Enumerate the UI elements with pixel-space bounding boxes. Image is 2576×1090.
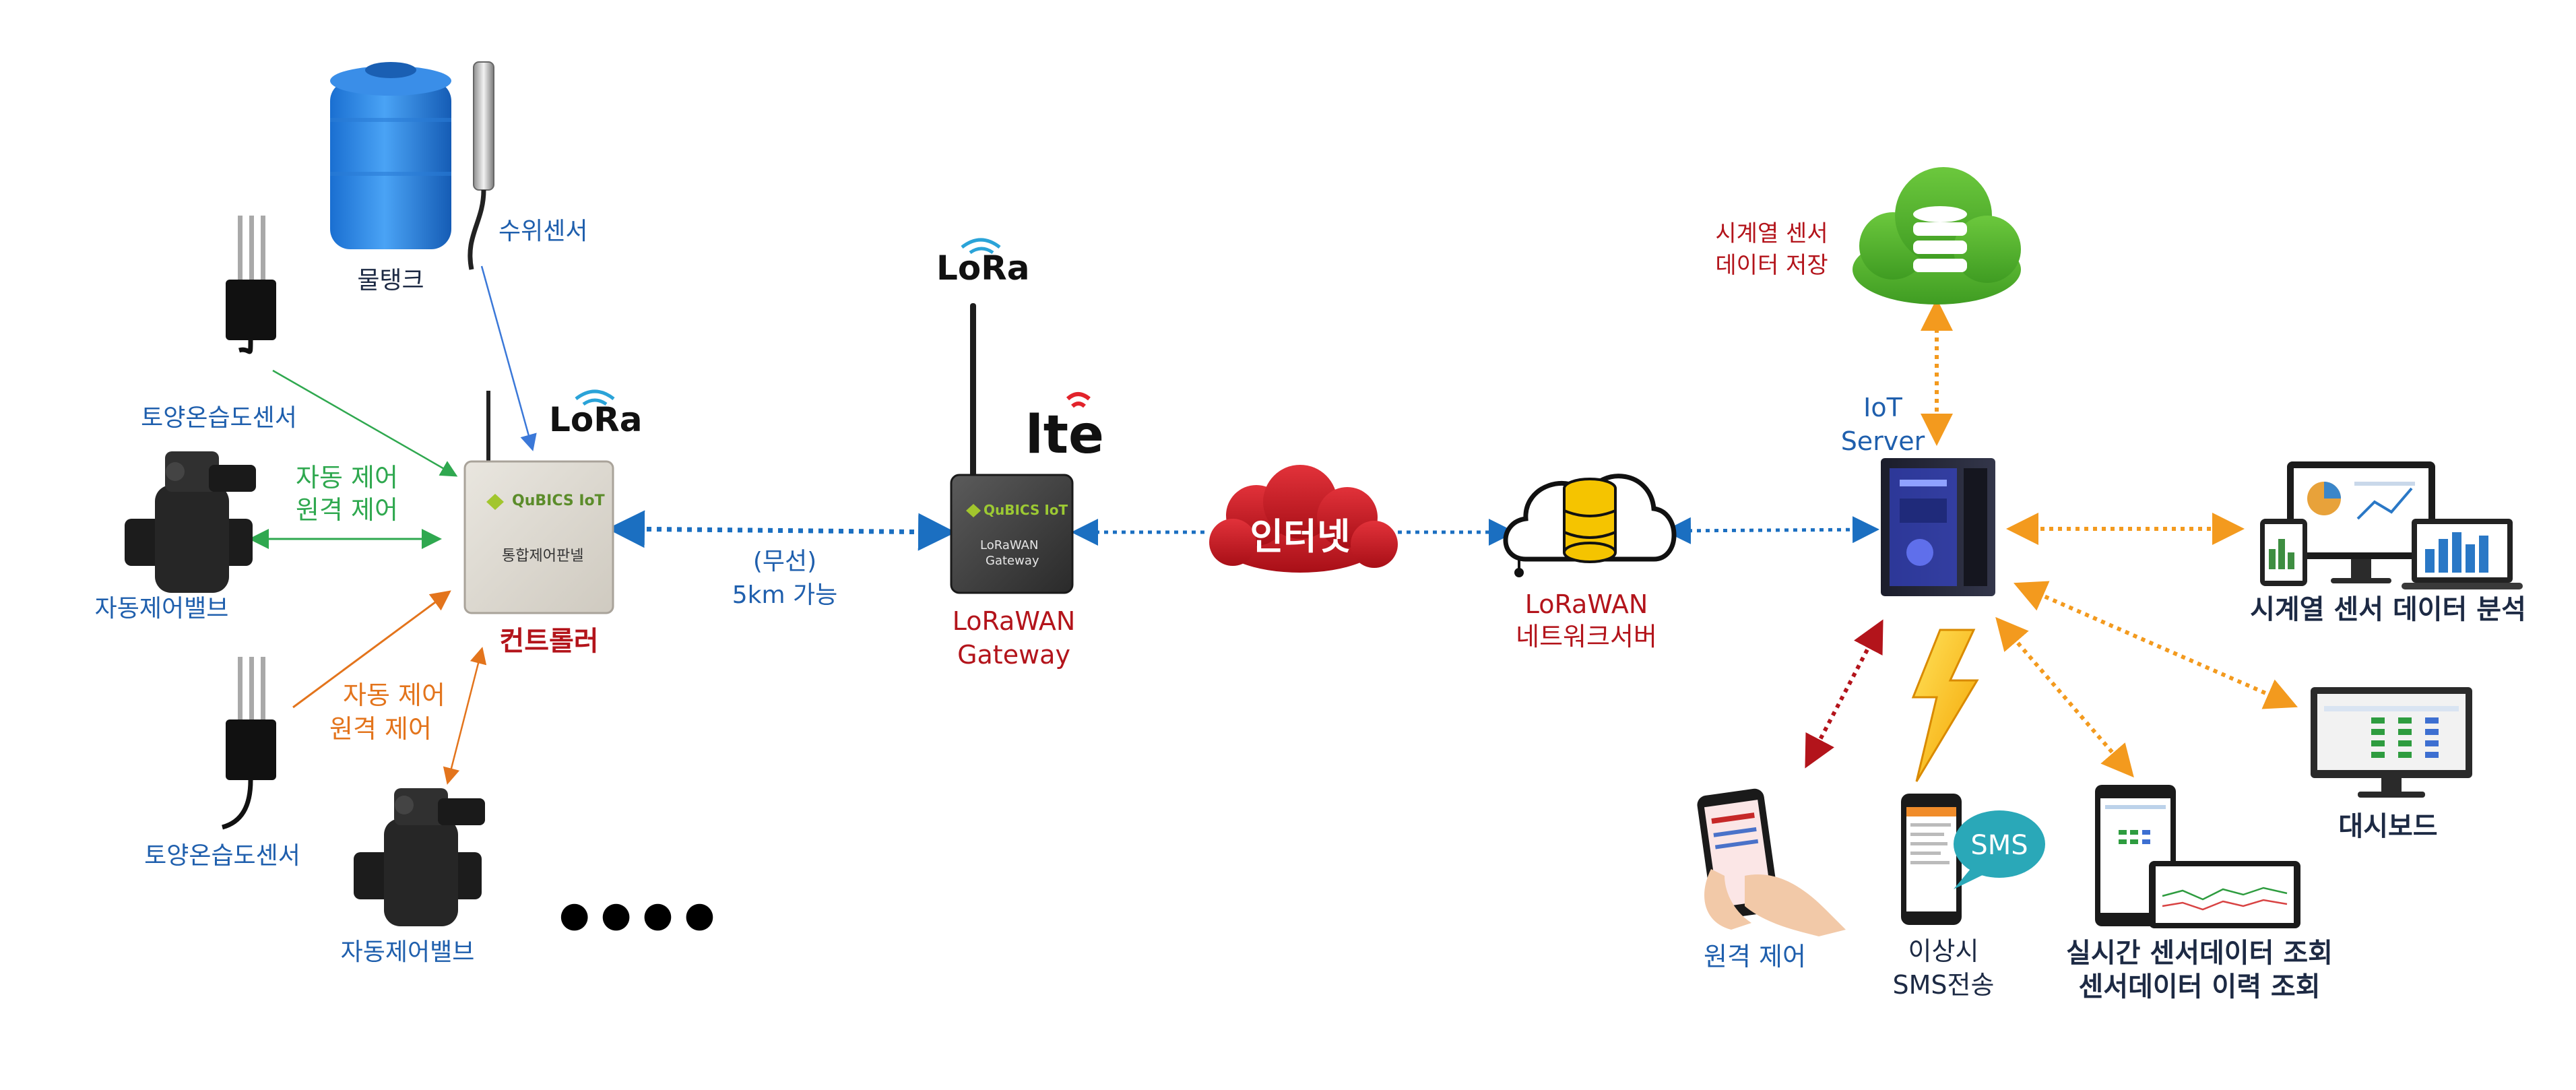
water-tank-icon [330,62,451,249]
dashboard-monitor-icon [2311,687,2472,798]
green-control-line-2: 원격 제어 [296,495,398,525]
lora-icon-gateway: LoRa [936,249,1029,288]
storage-label-1: 시계열 센서 [1715,220,1828,247]
controller-panel-icon: QuBICS IoT 통합제어판넬 [463,391,614,614]
sms-label-2: SMS전송 [1893,970,1995,1000]
wireless-label-2: 5km 가능 [732,581,838,609]
sms-bubble-icon: SMS [1954,810,2045,889]
green-control-line-1: 자동 제어 [296,463,398,492]
gateway-device-text-1: LoRaWAN [980,538,1038,552]
network-server-icon [1503,474,1677,577]
valve-1-icon [125,451,256,593]
iot-server-label-1: IoT [1863,393,1902,422]
orange-control-line-1: 자동 제어 [343,680,445,710]
valve-2-label: 자동제어밸브 [341,938,475,966]
orange-control-line-2: 원격 제어 [329,714,432,744]
labels-layer: 물탱크 수위센서 토양온습도센서 자동제어밸브 자동 제어 원격 제어 자동 제… [95,218,2526,1002]
iot-server-icon [1881,458,1995,596]
water-level-sensor-label: 수위센서 [498,218,587,245]
iot-remote-link [1805,619,1883,769]
iot-server-label-2: Server [1841,426,1925,456]
netserver-label-2: 네트워크서버 [1516,622,1657,651]
netserver-label-1: LoRaWAN [1525,589,1648,619]
storage-cloud-icon [1853,167,2021,304]
lte-logo: lte [1025,392,1104,466]
valve-2-icon [354,788,485,926]
gateway-device-text-2: Gateway [986,554,1039,568]
sms-label-1: 이상시 [1908,936,1979,966]
sms-phone-icon [1901,794,1962,925]
water-tank-label: 물탱크 [357,267,424,294]
remote-phone-icon [1697,788,1846,936]
lte-icon: lte [1025,405,1104,466]
lora-logo-controller: LoRa [549,389,642,439]
sensor-to-controller-arrow [480,265,537,451]
controller-gateway-link [607,510,956,551]
netserver-iot-link [1664,516,1879,544]
remote-control-label: 원격 제어 [1704,942,1806,971]
realtime-label-2: 센서데이터 이력 조회 [2078,971,2320,1002]
soil-sensor-to-controller-arrow [272,369,458,477]
valve-1-label: 자동제어밸브 [95,595,229,622]
connectors [249,265,2298,785]
soil-sensor-1-label: 토양온습도센서 [141,404,297,432]
controller-label: 컨트롤러 [499,626,598,657]
lightning-bolt-icon [1911,629,1979,782]
soil-sensor-2-icon [221,657,276,830]
analysis-label: 시계열 센서 데이터 분석 [2250,594,2526,625]
controller-brand-text: QuBICS IoT [512,492,605,509]
internet-label: 인터넷 [1250,515,1350,558]
controller-valve-2-arrow [443,647,487,785]
internet-cloud-icon: 인터넷 [1209,465,1398,573]
iot-realtime-link [1995,616,2134,778]
gateway-label-2: Gateway [957,640,1070,670]
more-devices-dots: ● ● ● ● [559,895,715,935]
gateway-label-1: LoRaWAN [953,606,1076,636]
lora-icon-controller: LoRa [549,400,642,439]
analytics-devices-icon [2260,461,2523,589]
soil-sensor-1-icon [226,216,276,354]
realtime-devices-icon [2095,785,2300,928]
sms-bubble-text: SMS [1970,830,2028,861]
storage-label-2: 데이터 저장 [1715,252,1828,279]
wireless-label-1: (무선) [753,548,816,575]
lora-logo-gateway: LoRa [936,238,1029,288]
lora-gateway-icon: QuBICS IoT LoRaWAN Gateway [950,303,1074,594]
water-level-sensor-icon [468,61,494,270]
controller-panel-text: 통합제어판넬 [502,548,583,565]
realtime-label-1: 실시간 센서데이터 조회 [2066,938,2333,969]
dashboard-label: 대시보드 [2338,811,2437,842]
soil-sensor-2-label: 토양온습도센서 [144,842,300,870]
gateway-brand-text: QuBICS IoT [984,502,1068,518]
soil-sensor-2-to-controller-arrow [292,590,451,709]
